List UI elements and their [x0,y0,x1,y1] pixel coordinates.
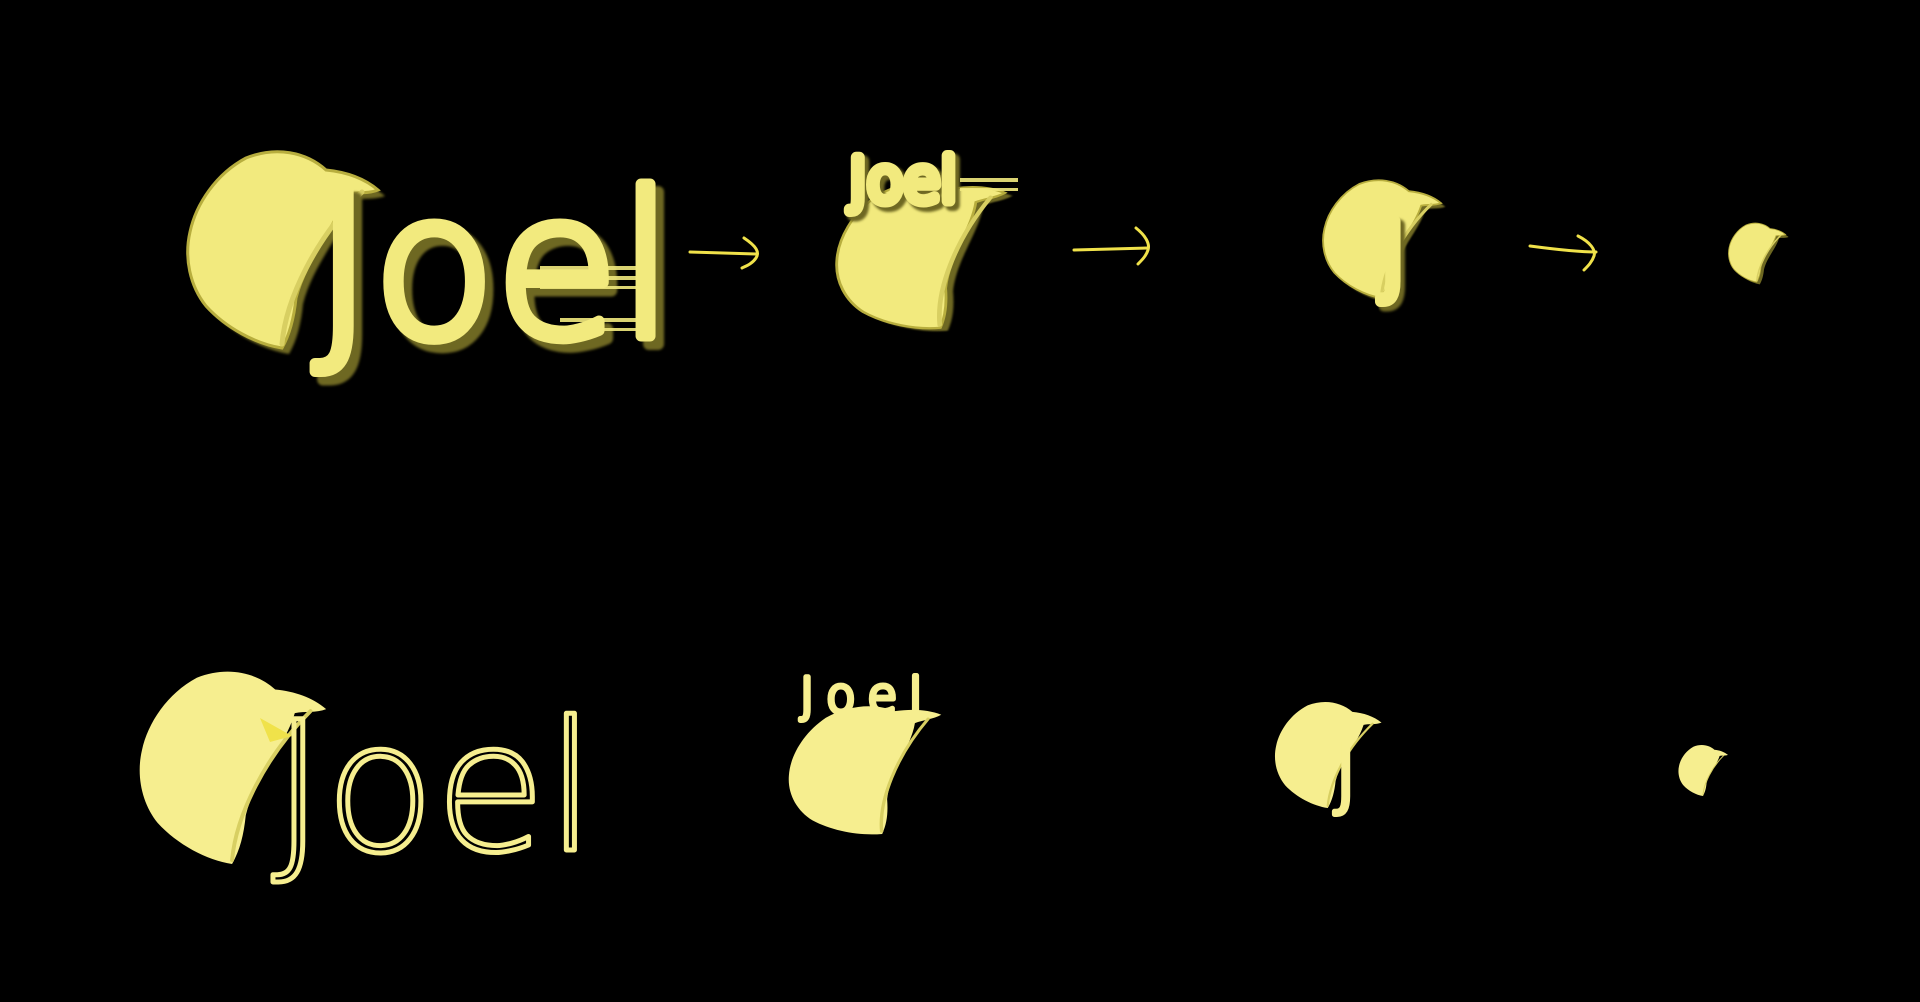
embossed-small-wordmark-shadow: Joel [853,150,961,220]
embossed-initial-text: J [1380,204,1406,307]
flat-small-wordmark: Joel [800,668,934,724]
flat-tiny-leaf-icon [1678,744,1728,796]
embossed-full-logo: Joel Joel [186,146,688,399]
flat-leaf-icon [1274,702,1382,808]
flat-initial-text: J [1334,726,1358,819]
flat-stacked-logo: Joel [775,666,963,851]
glitch-lines [540,266,640,331]
embossed-stacked-logo: Joel Joel [820,141,1038,350]
arrow-right-icon [1072,226,1150,266]
embossed-initial-logo: J J [1322,179,1446,317]
embossed-small-wordmark: Joel [849,146,957,216]
embossed-wordmark-shadow: Joel [322,159,682,392]
flat-logo-row: Joel Joel J [139,666,1728,896]
embossed-tiny-leaf-icon [1728,222,1789,285]
flat-wordmark-text: Joel [272,684,596,893]
flat-full-logo: Joel [139,671,598,896]
embossed-initial-shadow: J [1384,208,1410,311]
arrow-right-icon [688,236,759,270]
embossed-logo-row: Joel Joel Joel Joel [186,141,1789,399]
arrow-right-icon [1528,234,1598,272]
embossed-wordmark: Joel Joel [309,146,688,399]
flat-initial-logo: J [1274,702,1382,822]
